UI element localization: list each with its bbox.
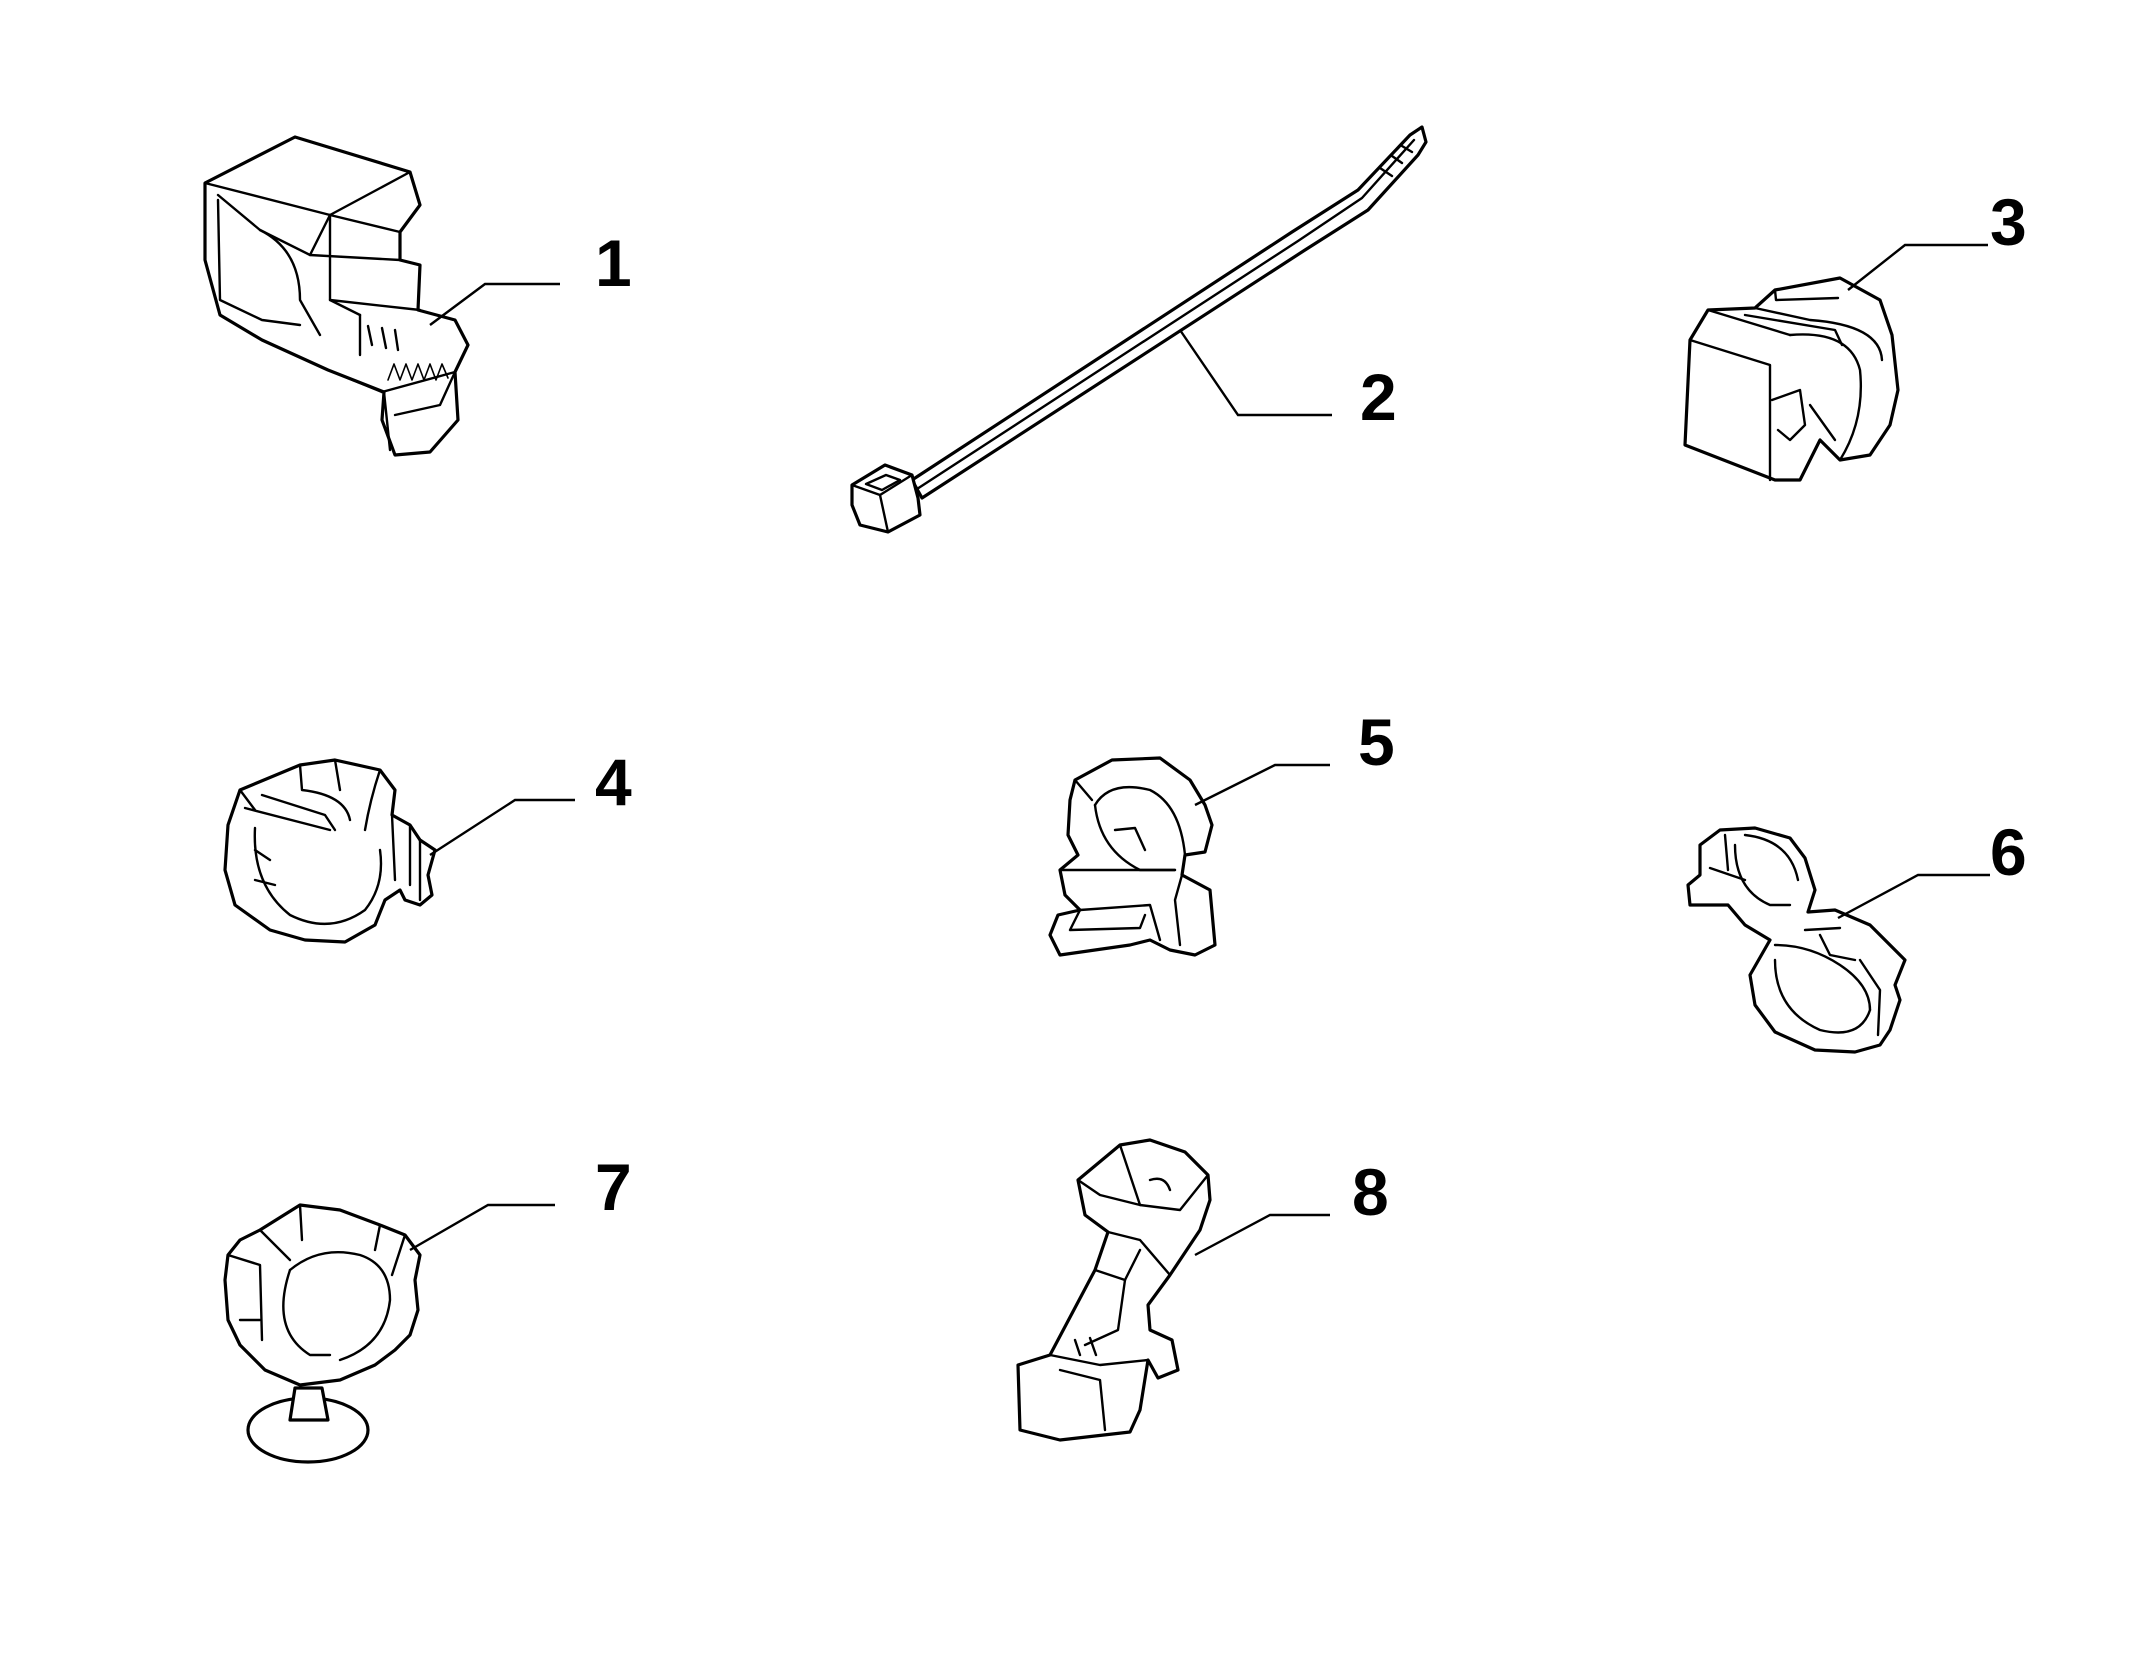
leader-3 <box>1847 243 1988 291</box>
part-5-hook-clip[interactable] <box>1048 756 1217 957</box>
callout-2: 2 <box>1360 360 1397 434</box>
leader-2 <box>1179 329 1332 417</box>
part-6-double-clip[interactable] <box>1686 826 1907 1054</box>
leader-8 <box>1194 1213 1330 1257</box>
leader-5 <box>1194 763 1330 807</box>
callout-7: 7 <box>595 1150 632 1224</box>
callout-8: 8 <box>1352 1155 1389 1229</box>
part-3-pipe-clip[interactable] <box>1683 276 1900 482</box>
part-2-cable-tie[interactable] <box>850 125 1428 534</box>
callout-3: 3 <box>1990 185 2027 259</box>
callout-5: 5 <box>1358 705 1395 779</box>
callout-4: 4 <box>595 745 632 819</box>
part-7-disc-base-clip[interactable] <box>223 1203 422 1464</box>
part-8-support-clip[interactable] <box>1016 1138 1212 1442</box>
leader-1 <box>429 282 560 326</box>
leader-7 <box>409 1203 555 1252</box>
leader-4 <box>429 798 575 857</box>
leader-6 <box>1837 873 1990 920</box>
part-4-ring-clip[interactable] <box>223 758 437 944</box>
part-1-harness-clip[interactable] <box>203 135 470 457</box>
callout-1: 1 <box>595 226 632 300</box>
callout-6: 6 <box>1990 815 2027 889</box>
